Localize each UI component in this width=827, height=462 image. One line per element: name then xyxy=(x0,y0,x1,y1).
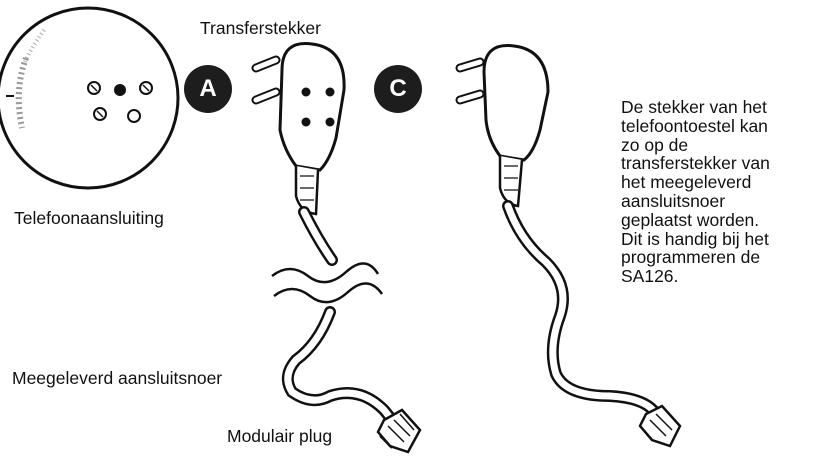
note-line: geplaatst worden. xyxy=(621,209,760,230)
note-line: aansluitsnoer xyxy=(621,190,726,211)
socket-holes xyxy=(87,81,153,123)
note-line: telefoontoestel kan xyxy=(621,115,768,136)
badge-c: C xyxy=(374,65,422,113)
note-line: SA126. xyxy=(621,266,679,287)
phone-plug-illustration xyxy=(455,44,682,448)
note-line: De stekker van het xyxy=(621,97,767,117)
supplied-cord-label: Meegeleverd aansluitsnoer xyxy=(12,368,223,388)
explanation-note: De stekker van het telefoontoestel kan z… xyxy=(621,98,821,286)
badge-a: A xyxy=(184,65,232,113)
cable-break-marks xyxy=(271,262,384,304)
modular-plug-illustration xyxy=(376,408,422,454)
wall-socket-label: Telefoonaansluiting xyxy=(14,208,164,228)
wall-socket-illustration xyxy=(0,6,180,190)
modular-plug-label: Modulair plug xyxy=(227,426,333,446)
note-line: zo op de xyxy=(621,134,689,155)
supplied-cord-illustration xyxy=(281,306,398,426)
note-line: het meegeleverd xyxy=(621,172,752,193)
note-line: Dit is handig bij het xyxy=(621,228,769,249)
transfer-plug-illustration xyxy=(251,42,346,266)
note-line: programmeren de xyxy=(621,247,761,268)
note-line: transferstekker van xyxy=(621,153,770,174)
transfer-plug-label: Transferstekker xyxy=(200,18,321,38)
